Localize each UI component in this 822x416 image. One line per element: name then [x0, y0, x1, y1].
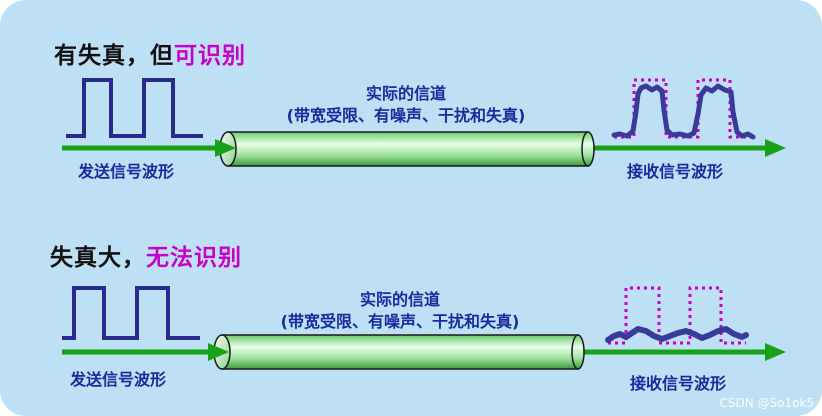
received-waveform [611, 83, 756, 140]
signal-arrow-head [765, 343, 786, 361]
scenario-1-heading: 有失真，但可识别 [54, 36, 246, 70]
watermark: CSDN @So1ok5 [719, 396, 814, 410]
signal-arrow-head [765, 139, 786, 157]
transmitted-waveform [62, 286, 200, 340]
heading-highlight: 无法识别 [146, 245, 242, 271]
received-waveform [605, 326, 749, 343]
channel-title: 实际的信道 [359, 290, 440, 309]
scenario-2 [62, 286, 786, 370]
scenario-1 [62, 78, 786, 167]
channel-tube [213, 334, 585, 370]
channel-description: (带宽受限、有噪声、干扰和失真) [286, 106, 526, 125]
arrow-into-tube [208, 343, 229, 361]
heading-highlight: 可识别 [174, 43, 246, 69]
receive-waveform-label: 接收信号波形 [627, 162, 724, 181]
arrow-into-tube [215, 139, 236, 157]
channel-description: (带宽受限、有噪声、干扰和失真) [280, 312, 520, 331]
scenario-2-heading: 失真大，无法识别 [50, 238, 242, 272]
channel-tube [219, 131, 595, 167]
heading-normal: 失真大， [50, 245, 146, 271]
send-waveform-label: 发送信号波形 [70, 370, 167, 389]
heading-normal: 有失真，但 [54, 43, 174, 69]
transmitted-waveform [66, 78, 203, 138]
channel-title: 实际的信道 [365, 84, 446, 103]
ideal-waveform-dotted [608, 286, 746, 345]
receive-waveform-label: 接收信号波形 [630, 374, 727, 393]
send-waveform-label: 发送信号波形 [78, 162, 175, 181]
